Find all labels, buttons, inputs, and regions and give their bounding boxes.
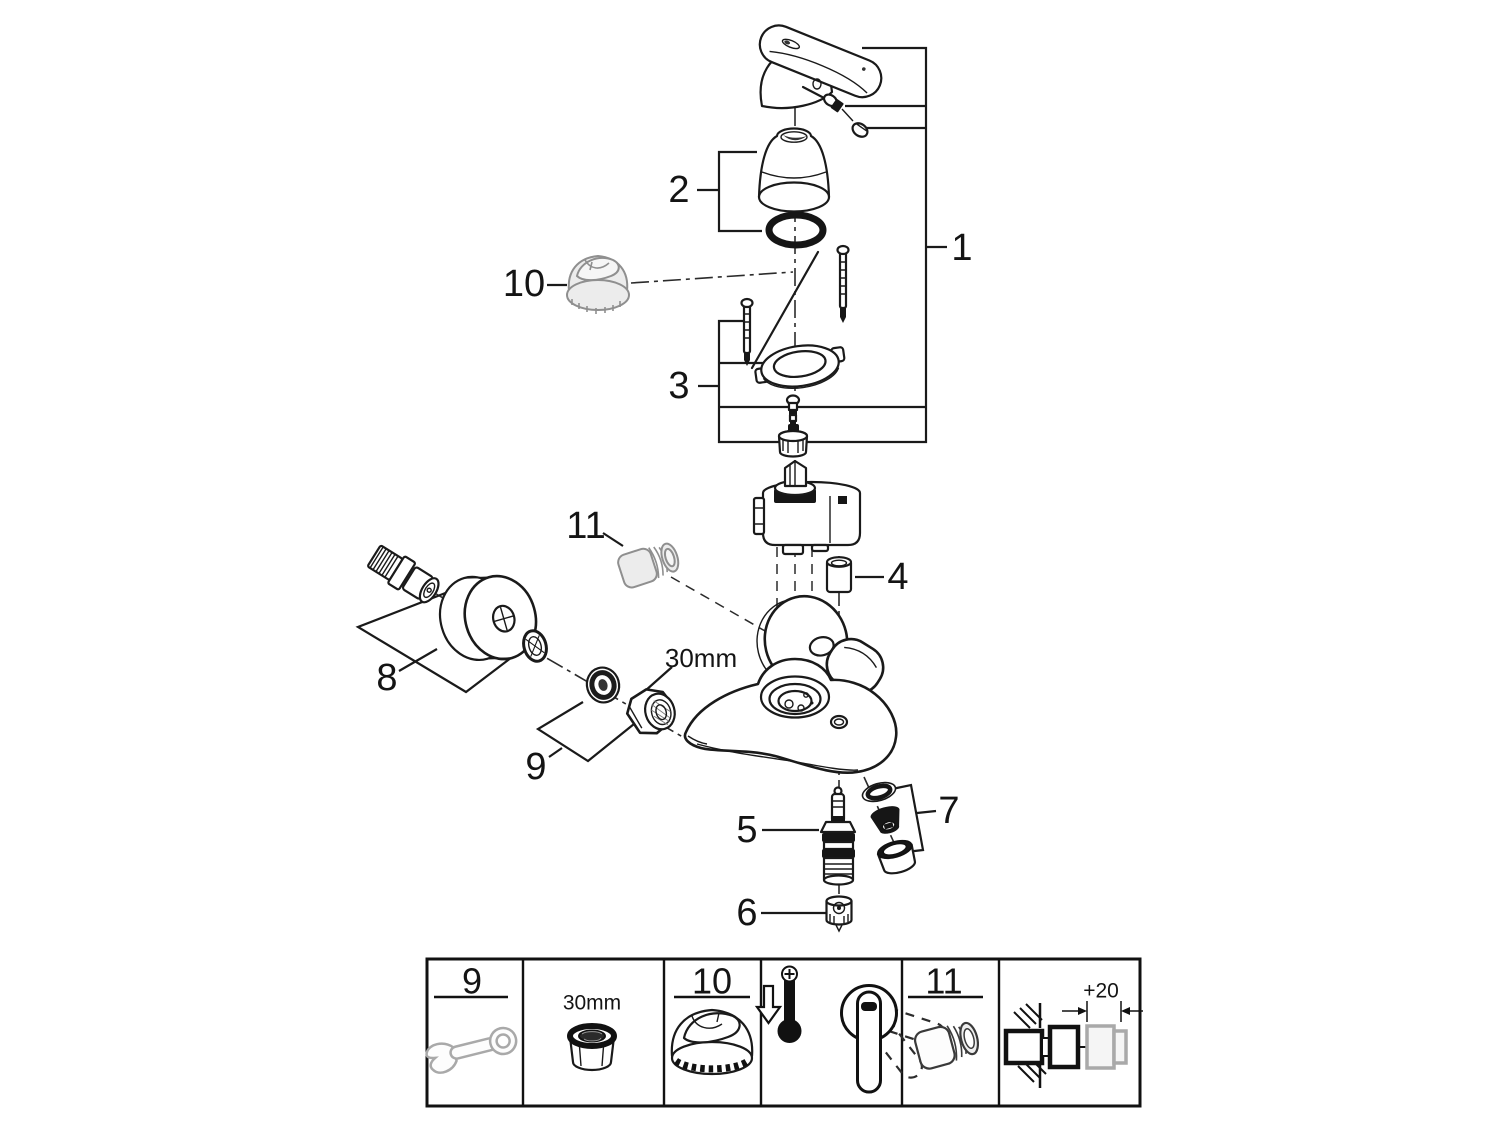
part-union-nut (625, 688, 676, 735)
open-end-wrench-icon (425, 1026, 518, 1074)
part-cartridge-adapter (777, 424, 809, 458)
body-diverter-port (829, 714, 849, 730)
faucet-body (683, 594, 898, 775)
legend-cell-wrench: 9 (425, 961, 518, 1074)
handle-screw-hole (812, 78, 822, 90)
handle-plug (851, 122, 869, 138)
callout-2: 2 (668, 169, 689, 211)
screw-shaft (801, 85, 828, 101)
legend-cell-adapter: 11 (908, 961, 983, 1070)
legend-table: 9 30mm 10 (425, 957, 1143, 1108)
bracket-part-8 (355, 590, 525, 694)
part-mounting-flange-ring (754, 344, 846, 389)
callout-3: 3 (668, 365, 689, 407)
part-escutcheon (438, 574, 538, 662)
callout-brackets (355, 46, 947, 915)
callout-8: 8 (376, 657, 397, 699)
callout-10: 10 (503, 263, 545, 305)
legend-cell-nut-size: 30mm (563, 992, 621, 1072)
part-washer (522, 629, 548, 663)
part-s-union (367, 544, 440, 604)
bracket-part-3 (698, 319, 763, 443)
part-o-ring (765, 211, 827, 249)
legend-cell-cap: 10 (670, 961, 754, 1076)
part-adapter-nut (617, 542, 680, 589)
mousseur-washer (861, 781, 897, 803)
adapter-nut-icon (913, 1021, 980, 1070)
part-cap-marked (566, 254, 630, 314)
part-fixing-screws (740, 244, 850, 366)
screw-pair-link-line (750, 250, 820, 370)
callout-4: 4 (887, 556, 908, 598)
part-mousseur-set (861, 781, 917, 875)
callout-7: 7 (938, 790, 959, 832)
handle-paddle (758, 24, 883, 99)
part-cartridge-screw (785, 394, 801, 424)
mousseur-sleeve (876, 839, 917, 875)
thermometer-icon (777, 965, 802, 1043)
callout-6: 6 (736, 892, 757, 934)
legend-label-11: 11 (925, 961, 962, 1002)
bracket-part-9 (535, 701, 635, 763)
lever-swing-icon (840, 984, 946, 1094)
dimension-30mm: 30mm (665, 643, 737, 673)
part-stop-ring (825, 556, 853, 594)
callout-11: 11 (566, 505, 605, 547)
callout-5: 5 (736, 809, 757, 851)
leader-part-11 (602, 532, 624, 547)
callout-9: 9 (525, 746, 546, 788)
hex-nut-icon (567, 1023, 617, 1072)
mousseur-insert (870, 806, 900, 834)
legend-dividers (521, 959, 1001, 1106)
part-cartridge (752, 459, 862, 556)
leader-30mm (644, 666, 673, 692)
part-cap-dome (757, 127, 831, 213)
callout-labels: 1 2 3 4 5 6 7 8 9 10 11 30mm (376, 169, 972, 934)
callout-1: 1 (951, 227, 972, 269)
legend-label-30mm: 30mm (563, 992, 621, 1015)
bracket-part-1 (718, 46, 947, 444)
wall-extension-icon (1003, 1001, 1143, 1088)
bracket-part-2 (697, 150, 762, 233)
legend-label-plus20: +20 (1083, 980, 1119, 1003)
handle-cap-icon (670, 1008, 754, 1076)
legend-cell-extension: +20 (1003, 980, 1143, 1088)
handle-screw (822, 93, 844, 113)
down-arrow-icon (754, 984, 783, 1025)
legend-label-9: 9 (462, 961, 482, 1002)
legend-cell-cold-lever (754, 965, 946, 1094)
part-seal (585, 666, 621, 704)
part-diverter (819, 786, 857, 886)
part-screw-plug (825, 895, 853, 933)
bracket-part-7 (891, 783, 937, 854)
part-lever-handle (758, 24, 883, 138)
legend-label-10: 10 (692, 961, 732, 1002)
